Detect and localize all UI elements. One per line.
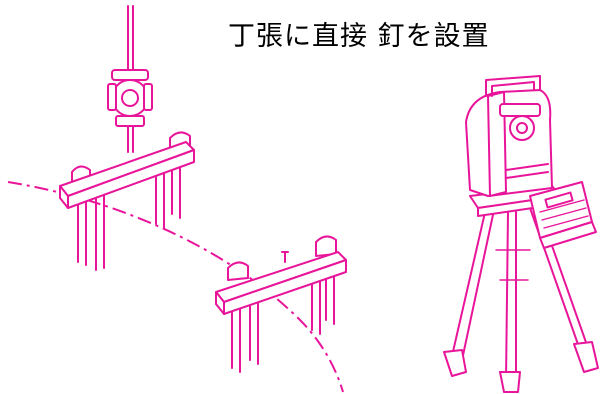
caption-text: 丁張に直接 釘を設置 [228,21,490,52]
prism-pole-icon [107,5,153,153]
batter-board-icon [59,131,195,271]
batter-board-icon [215,235,347,373]
tripod-icon [443,205,599,393]
total-station-icon [465,75,597,249]
